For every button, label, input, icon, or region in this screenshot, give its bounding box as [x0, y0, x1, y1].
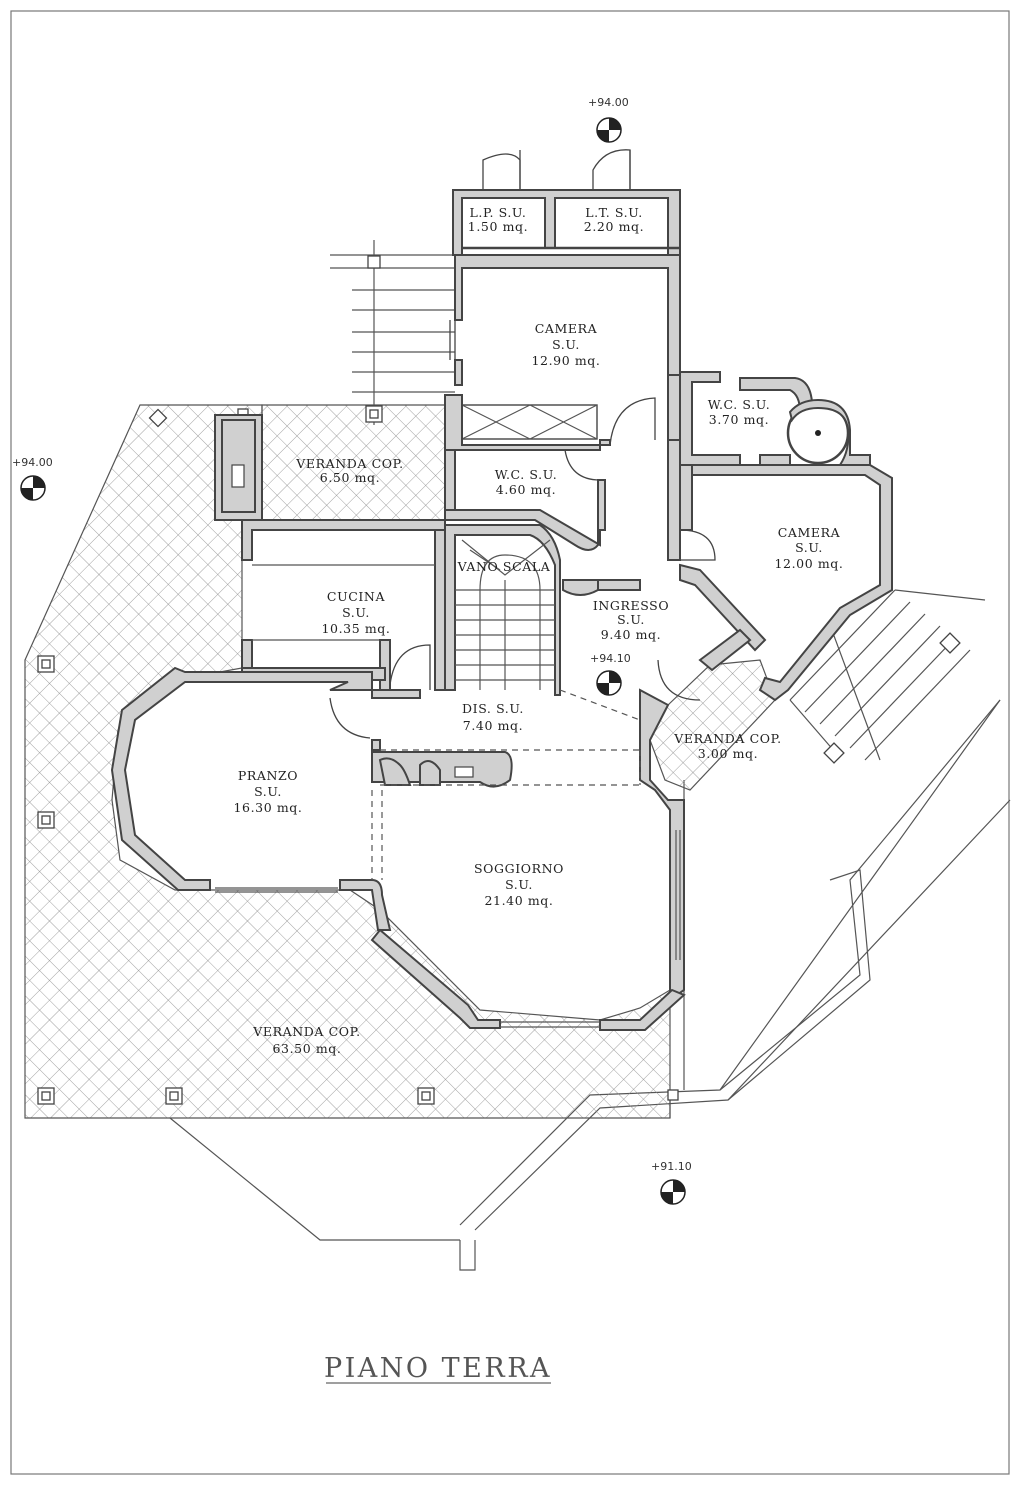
- level-text-left: +94.00: [12, 456, 53, 469]
- room-soggiorno-sub: S.U.: [505, 877, 533, 892]
- room-cucina-sub: S.U.: [342, 605, 370, 620]
- level-text-center: +94.10: [590, 652, 631, 665]
- room-labels: L.P. S.U. 1.50 mq. L.T. S.U. 2.20 mq. CA…: [234, 205, 844, 1056]
- level-marker-top: +94.00: [588, 96, 629, 143]
- room-wc2-area: 3.70 mq.: [709, 412, 769, 427]
- level-markers: +94.00 +94.00 +94.10 +91.10: [12, 96, 692, 1205]
- room-ingresso-sub: S.U.: [617, 612, 645, 627]
- stair-treads: [455, 539, 555, 690]
- room-veranda-top-area: 6.50 mq.: [320, 470, 380, 485]
- steps-right: [789, 589, 986, 761]
- room-camera2-area: 12.00 mq.: [775, 556, 844, 571]
- room-veranda-small-name: VERANDA COP.: [673, 731, 781, 746]
- level-marker-left: +94.00: [12, 456, 53, 501]
- room-dis-area: 7.40 mq.: [463, 718, 523, 733]
- level-marker-center: +94.10: [590, 652, 631, 696]
- sheet-border: [10, 10, 1010, 1475]
- room-camera1-name: CAMERA: [535, 321, 598, 336]
- room-camera2-name: CAMERA: [778, 525, 841, 540]
- room-soggiorno-area: 21.40 mq.: [485, 893, 554, 908]
- room-veranda-top-name: VERANDA COP.: [295, 456, 403, 471]
- room-wc1-area: 4.60 mq.: [496, 482, 556, 497]
- level-text-bottom: +91.10: [651, 1160, 692, 1173]
- room-soggiorno-name: SOGGIORNO: [474, 861, 564, 876]
- room-camera1-area: 12.90 mq.: [532, 353, 601, 368]
- doors: [329, 149, 716, 739]
- room-camera1-sub: S.U.: [552, 337, 580, 352]
- room-lp-name: L.P. S.U.: [470, 205, 527, 220]
- room-lt-area: 2.20 mq.: [584, 219, 644, 234]
- room-dis-name: DIS. S.U.: [462, 701, 524, 716]
- building-walls: [110, 149, 893, 1031]
- level-marker-bottom: +91.10: [651, 1160, 692, 1205]
- room-lt-name: L.T. S.U.: [585, 205, 643, 220]
- dashed-lines: [371, 689, 641, 880]
- room-ingresso-name: INGRESSO: [593, 598, 669, 613]
- room-vano-name: VANO SCALA: [457, 559, 551, 574]
- pillars: [37, 255, 961, 1105]
- steps-top-left: [330, 240, 455, 425]
- room-wc1-name: W.C. S.U.: [495, 467, 558, 482]
- room-pranzo-name: PRANZO: [238, 768, 298, 783]
- room-pranzo-sub: S.U.: [254, 784, 282, 799]
- room-cucina-name: CUCINA: [327, 589, 386, 604]
- room-camera2-sub: S.U.: [795, 540, 823, 555]
- room-cucina-area: 10.35 mq.: [322, 621, 391, 636]
- room-wc2-name: W.C. S.U.: [708, 397, 771, 412]
- room-veranda-small-area: 3.00 mq.: [698, 746, 758, 761]
- room-veranda-big-name: VERANDA COP.: [252, 1024, 360, 1039]
- veranda-small-floor: [649, 659, 776, 791]
- plan-title: PIANO TERRA: [324, 1353, 552, 1384]
- room-lp-area: 1.50 mq.: [468, 219, 528, 234]
- drawing-title: PIANO TERRA: [324, 1353, 552, 1384]
- level-text-top: +94.00: [588, 96, 629, 109]
- room-ingresso-area: 9.40 mq.: [601, 627, 661, 642]
- room-veranda-big-area: 63.50 mq.: [273, 1041, 342, 1056]
- room-pranzo-area: 16.30 mq.: [234, 800, 303, 815]
